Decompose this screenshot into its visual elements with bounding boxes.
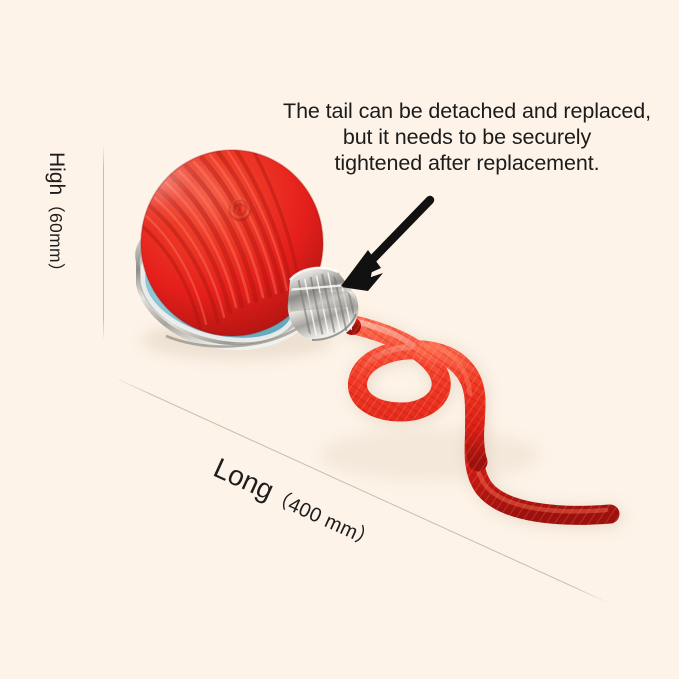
pointer-arrow-hotspot: [325, 193, 437, 293]
height-label-value: （60mm）: [46, 195, 66, 281]
led-window: [143, 242, 295, 341]
length-dimension-label: Long（400 mm）: [209, 452, 383, 555]
chrome-shell: [135, 205, 322, 351]
height-dimension-label: High（60mm）: [44, 152, 69, 342]
instruction-caption: The tail can be detached and replaced, b…: [283, 99, 651, 175]
rope-tail: [307, 297, 623, 529]
height-label-name: High: [45, 152, 68, 196]
height-guide-line: [103, 145, 104, 341]
power-button-icon: [229, 198, 251, 221]
rope-body: [340, 314, 620, 525]
length-label-value: （400 mm）: [266, 485, 380, 553]
length-guide-line: [113, 377, 610, 604]
